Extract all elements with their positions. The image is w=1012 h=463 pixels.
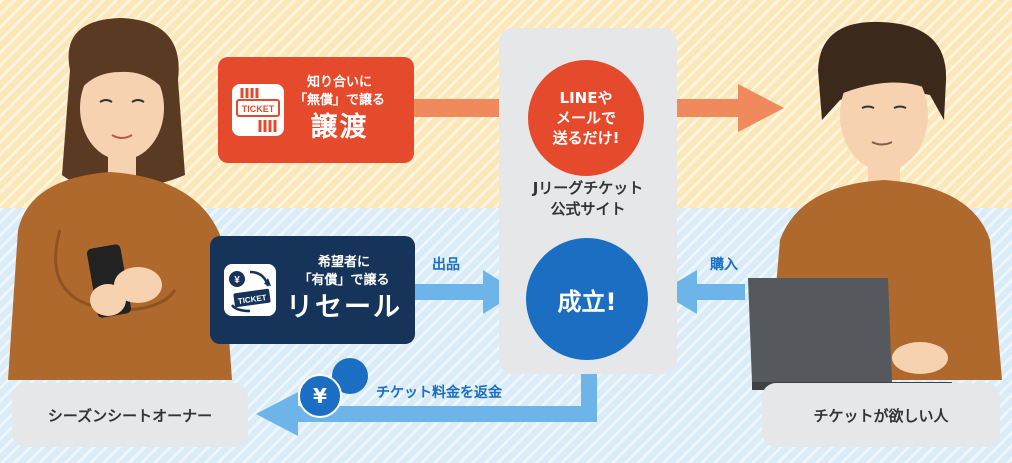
transfer-line1: 知り合いに <box>307 75 373 90</box>
transfer-card[interactable]: TICKET 知り合いに 「無償」で譲る 譲渡 <box>218 57 414 163</box>
line-circle-text-2: メールで <box>555 109 616 127</box>
transfer-line2: 「無償」で譲る <box>294 93 386 108</box>
purchase-arrow <box>660 270 745 314</box>
svg-text:¥: ¥ <box>234 275 240 286</box>
resale-line1: 希望者に <box>317 255 370 270</box>
resale-line2: 「有償」で譲る <box>298 273 390 288</box>
owner-illustration <box>8 18 232 380</box>
owner-role-box: シーズンシートオーナー <box>12 383 248 447</box>
line-circle-text-1: LINEや <box>559 89 613 107</box>
svg-text:TICKET: TICKET <box>242 104 275 114</box>
site-label-line1: Jリーグチケット <box>532 179 644 197</box>
yen-symbol: ¥ <box>313 384 327 408</box>
svg-text:TICKET: TICKET <box>237 293 267 306</box>
refund-arrow <box>256 360 597 436</box>
line-circle-text-3: 送るだけ! <box>552 129 620 147</box>
owner-role-label: シーズンシートオーナー <box>47 406 213 425</box>
purchase-label: 購入 <box>710 257 738 273</box>
refund-label: チケット料金を返金 <box>376 385 502 401</box>
buyer-role-label: チケットが欲しい人 <box>813 406 949 425</box>
success-circle: 成立! <box>526 238 648 360</box>
success-text: 成立! <box>557 287 617 316</box>
buyer-role-box: チケットが欲しい人 <box>762 383 1000 447</box>
buyer-illustration <box>748 21 1002 390</box>
ticket-hand-icon: TICKET <box>232 84 284 136</box>
resale-card[interactable]: ¥ TICKET 希望者に 「有償」で譲る リセール <box>210 236 415 344</box>
resale-title: リセール <box>286 292 402 323</box>
ticket-yen-cycle-icon: ¥ TICKET <box>224 264 276 316</box>
site-label-line2: 公式サイト <box>550 200 626 218</box>
line-email-circle: LINEや メールで 送るだけ! <box>528 60 644 176</box>
transfer-title: 譲渡 <box>310 112 369 143</box>
listing-label: 出品 <box>432 257 460 273</box>
official-site-label: Jリーグチケット 公式サイト <box>499 178 677 220</box>
yen-coin-icon: ¥ <box>298 374 342 418</box>
